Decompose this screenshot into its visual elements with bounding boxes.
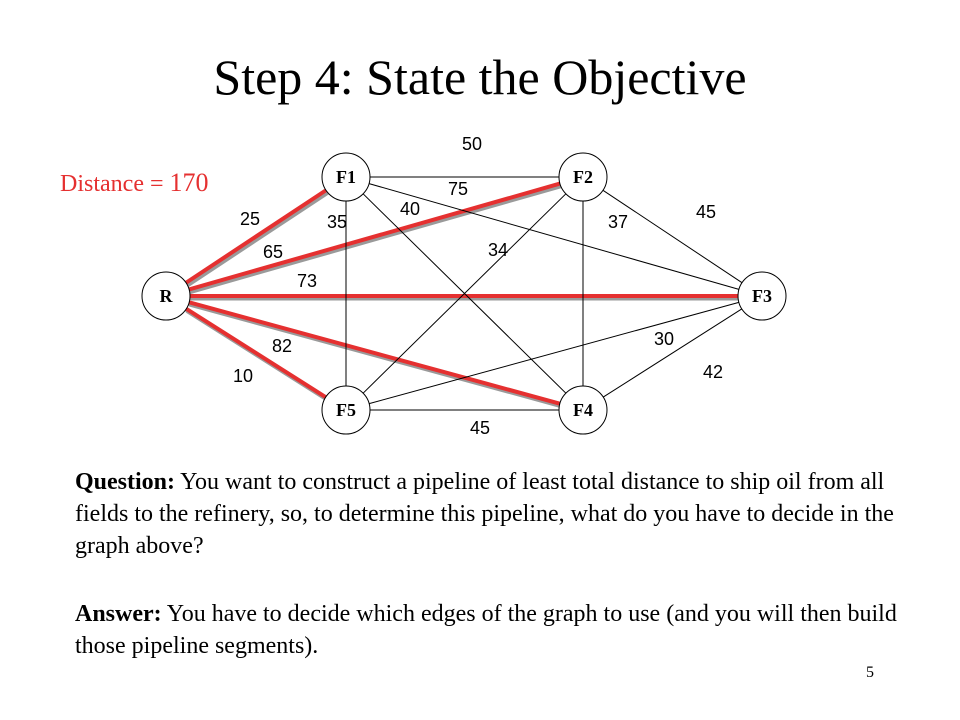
edge-weight-f3-f4: 42	[703, 362, 723, 382]
edge-f2-f3	[602, 189, 743, 284]
edge-weight-r-f3: 73	[297, 271, 317, 291]
node-circle-f2	[558, 152, 608, 202]
distance-label: Distance =	[60, 171, 164, 197]
distance-value: 170	[169, 168, 209, 197]
page-number: 5	[866, 664, 874, 681]
edge-r-f1	[184, 188, 328, 285]
node-circle-f1	[321, 152, 371, 202]
edge-f2-f5	[362, 193, 567, 394]
edge-weight-f1-f4: 40	[400, 199, 420, 219]
node-label-f1: F1	[336, 167, 356, 187]
edge-weight-f1-f3: 75	[448, 179, 468, 199]
edge-weight-f2-f3: 45	[696, 202, 716, 222]
answer-body: You have to decide which edges of the gr…	[75, 601, 897, 659]
node-circle-f5	[321, 385, 371, 435]
edge-shadow-r-f2	[188, 183, 564, 294]
edge-r-f5	[184, 306, 328, 400]
node-label-f3: F3	[752, 286, 772, 306]
edge-f3-f5	[368, 301, 740, 405]
edges-layer	[184, 176, 743, 411]
question-body: You want to construct a pipeline of leas…	[75, 469, 894, 559]
node-f3: F3	[737, 271, 787, 321]
node-label-r: R	[160, 286, 174, 306]
node-f1: F1	[321, 152, 371, 202]
distance-readout: Distance = 170	[60, 168, 209, 198]
edge-f1-f3	[368, 183, 740, 290]
node-f4: F4	[558, 385, 608, 435]
edge-weight-f2-f5: 34	[488, 240, 508, 260]
edge-r-f4	[187, 300, 562, 406]
question-label: Question:	[75, 469, 176, 495]
question-text: Question: You want to construct a pipeli…	[75, 466, 935, 562]
edge-weight-r-f2: 65	[263, 242, 283, 262]
edge-weight-r-f5: 10	[233, 366, 253, 386]
node-f5: F5	[321, 385, 371, 435]
node-label-f5: F5	[336, 400, 356, 420]
node-label-f2: F2	[573, 167, 593, 187]
edge-weight-f1-f2: 50	[462, 134, 482, 154]
answer-label: Answer:	[75, 601, 162, 627]
edge-weight-r-f4: 82	[272, 336, 292, 356]
edge-weight-r-f1: 25	[240, 209, 260, 229]
edge-shadow-r-f1	[185, 189, 330, 288]
node-circle-f3	[737, 271, 787, 321]
slide-title: Step 4: State the Objective	[213, 49, 747, 105]
answer-text: Answer: You have to decide which edges o…	[75, 598, 935, 662]
edge-weight-f4-f5: 45	[470, 418, 490, 438]
edge-f3-f4	[602, 308, 743, 398]
node-circle-r	[141, 271, 191, 321]
node-circle-f4	[558, 385, 608, 435]
node-f2: F2	[558, 152, 608, 202]
edge-weight-f3-f5: 30	[654, 329, 674, 349]
node-r: R	[141, 271, 191, 321]
edge-r-f2	[187, 181, 562, 292]
edge-weight-f1-f5: 35	[327, 212, 347, 232]
node-label-f4: F4	[573, 400, 593, 420]
edge-weight-f2-f4: 37	[608, 212, 628, 232]
